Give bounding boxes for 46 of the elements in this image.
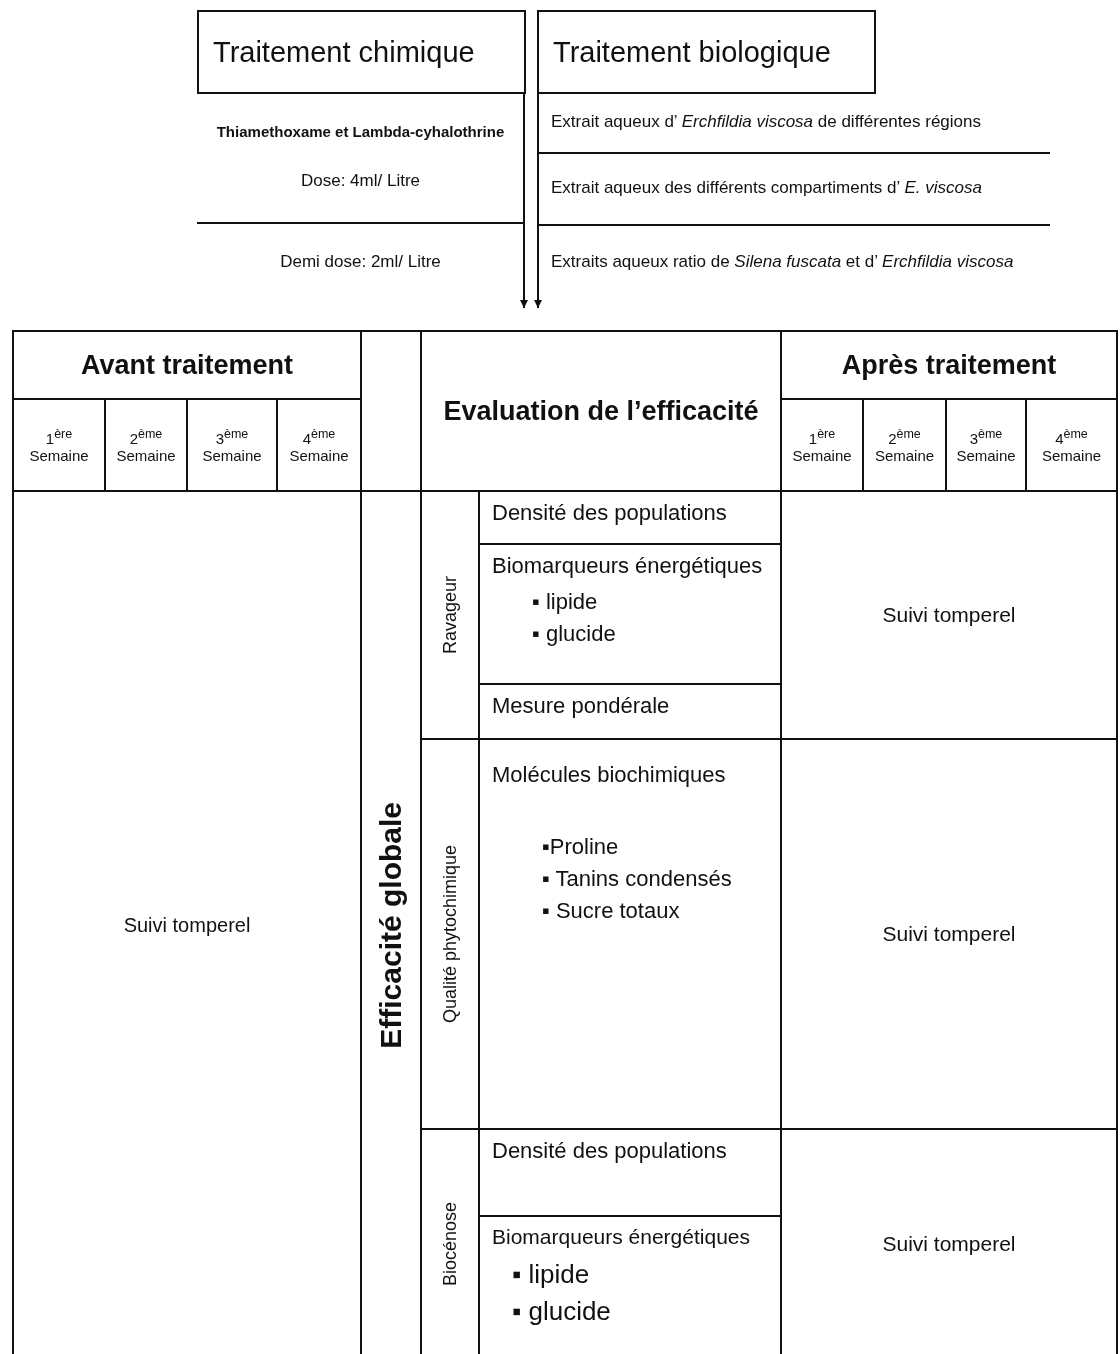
cell-text: Densité des populations — [492, 500, 727, 526]
column-header: Après traitement — [841, 349, 1057, 381]
cell-text: Mesure pondérale — [492, 693, 670, 719]
list-item: ▪ glucide — [512, 1296, 611, 1327]
table-cell — [780, 330, 1118, 400]
cell-text: Extrait aqueux des différents compartiments d’ E. viscosa — [551, 178, 982, 198]
list-item: ▪ Tanins condensés — [542, 866, 732, 892]
week-label: 4$^{ème}$ Semaine — [1040, 426, 1103, 464]
cell-text: Dose: 4ml/ Litre — [300, 171, 420, 191]
row-label: Qualité phytochimique — [439, 844, 461, 1024]
row-label: Biocénose — [439, 1201, 461, 1287]
list-item: ▪ Sucre totaux — [542, 898, 681, 924]
column-header: Evaluation de l’efficacité — [443, 395, 759, 427]
list-item: ▪ lipide — [512, 1259, 591, 1290]
cell-text: Biomarqueurs énergétiques — [492, 553, 763, 579]
week-label: 4$^{ème}$ Semaine — [288, 426, 350, 464]
list-item: ▪Proline — [542, 834, 620, 860]
week-label: 3$^{ème}$ Semaine — [955, 426, 1017, 464]
week-label: 1$^{ère}$ Semaine — [791, 426, 853, 464]
cell-text: Biomarqueurs énergétiques — [492, 1225, 750, 1249]
week-label: 2$^{ème}$ Semaine — [115, 426, 177, 464]
cell-text: Suivi tomperel — [882, 603, 1016, 627]
cell-text: Extrait aqueux d’ Erchfildia viscosa de différentes régions — [551, 112, 981, 132]
list-item: ▪ lipide — [532, 589, 599, 615]
title-box — [197, 10, 526, 94]
arrow — [534, 93, 542, 309]
title-box — [537, 10, 876, 94]
box-title: Traitement chimique — [213, 35, 475, 69]
arrow — [520, 93, 528, 309]
cell-text: Extraits aqueux ratio de Silena fuscata et d’ Erchfildia viscosa — [551, 252, 1014, 272]
week-label: 2$^{ème}$ Semaine — [873, 426, 936, 464]
row-label: Efficacité globale — [374, 801, 408, 1049]
cell-text: Suivi tomperel — [882, 922, 1016, 946]
row-label: Ravageur — [439, 575, 461, 654]
cell-text: Molécules biochimiques — [492, 762, 726, 788]
week-label: 1$^{ère}$ Semaine — [28, 426, 90, 464]
list-item: ▪ glucide — [532, 621, 616, 647]
week-label: 3$^{ème}$ Semaine — [201, 426, 263, 464]
cell-text: Thiamethoxame et Lambda-cyhalothrine — [216, 123, 505, 140]
table-cell — [12, 330, 362, 400]
cell-text: Suivi tomperel — [123, 913, 251, 937]
column-header: Avant traitement — [80, 349, 293, 381]
box-title: Traitement biologique — [553, 35, 831, 69]
cell-text: Suivi tomperel — [882, 1232, 1016, 1256]
cell-text: Demi dose: 2ml/ Litre — [280, 252, 441, 272]
cell-text: Densité des populations — [492, 1138, 727, 1164]
